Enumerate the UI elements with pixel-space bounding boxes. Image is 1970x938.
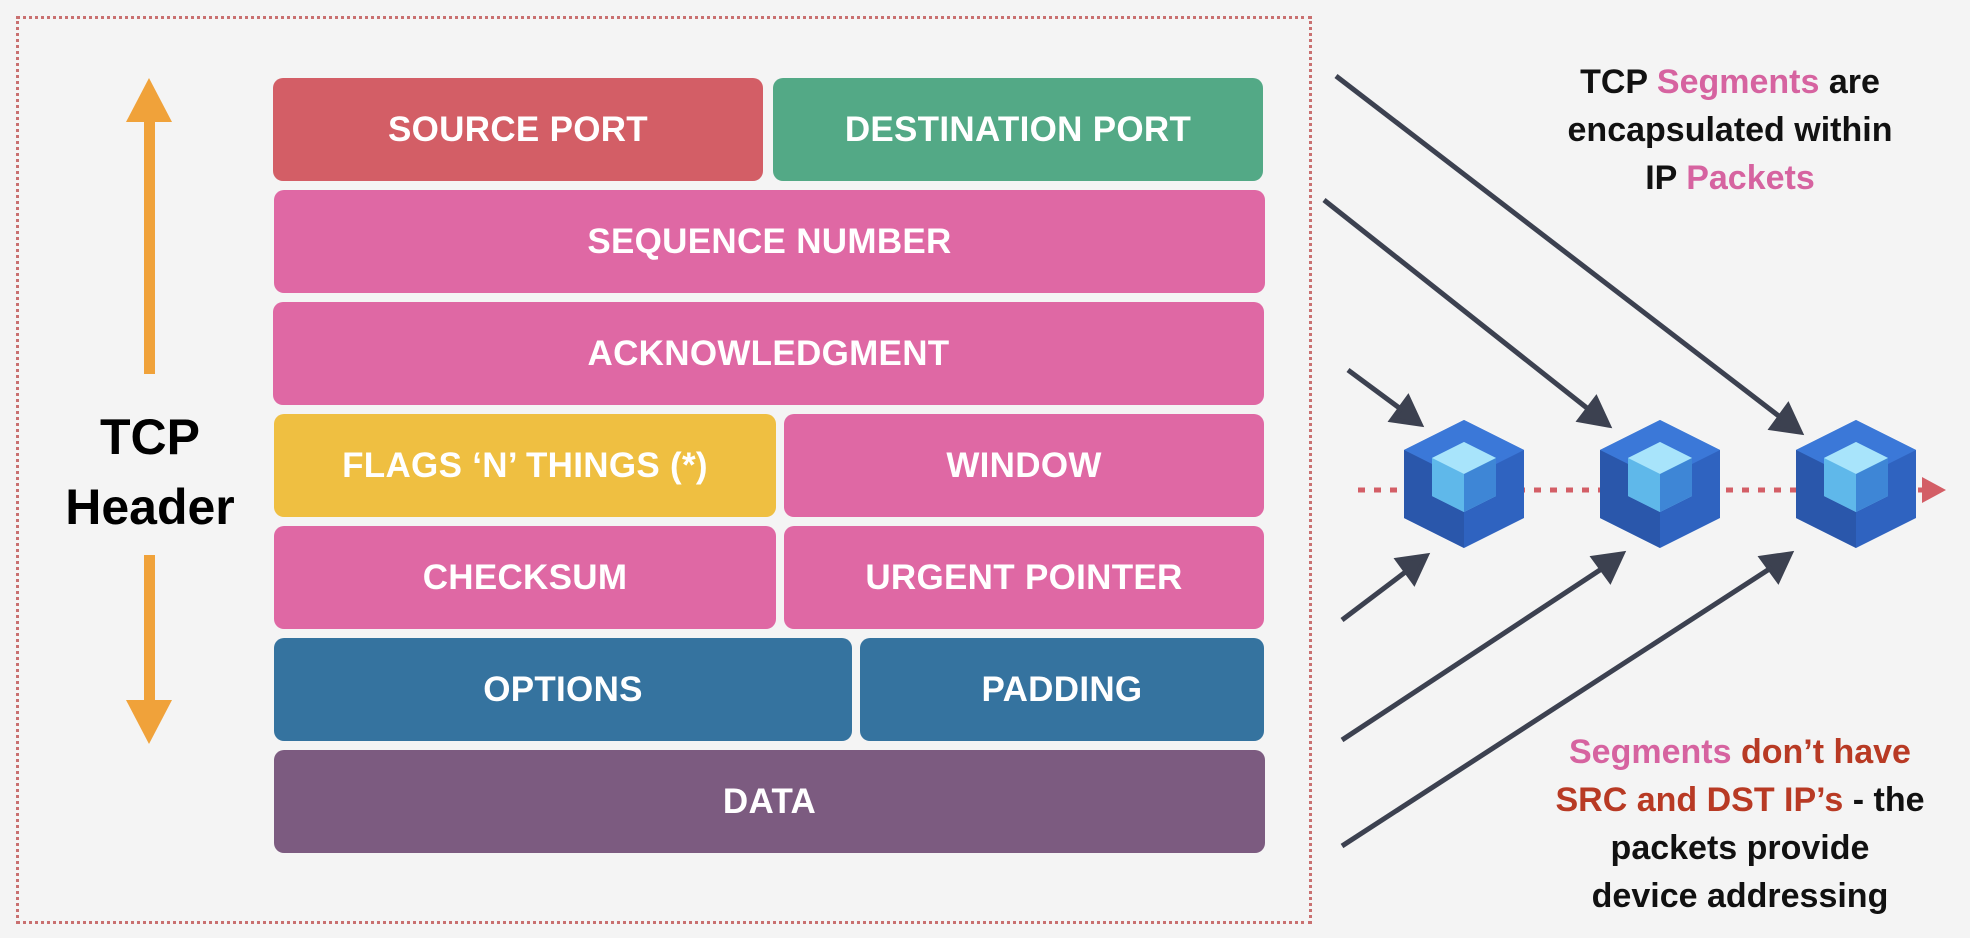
arrow-upper-3-head-icon <box>1767 401 1805 436</box>
urgent-pointer-field: URGENT POINTER <box>784 526 1264 629</box>
note-bottom-line3: packets provide <box>1610 829 1870 867</box>
note-top-line2: encapsulated within <box>1567 111 1893 149</box>
data-field: DATA <box>274 750 1265 853</box>
window-label: WINDOW <box>946 445 1102 485</box>
note-bottom-src-dst: SRC and DST IP’s <box>1555 781 1844 819</box>
encapsulation-note: TCP Segments are encapsulated within IP … <box>1520 58 1940 202</box>
tcp-header-line2: Header <box>65 479 235 535</box>
cube-icon <box>1404 420 1524 548</box>
note-top-are: are <box>1828 63 1880 101</box>
cube-icon <box>1796 420 1916 548</box>
window-field: WINDOW <box>784 414 1264 517</box>
arrow-upper-1-head-icon <box>1387 393 1425 428</box>
note-top-ip: IP <box>1645 159 1677 197</box>
note-bottom-dont-have: don’t have <box>1740 733 1911 771</box>
padding-label: PADDING <box>981 669 1143 709</box>
arrow-lower-2-head-icon <box>1589 550 1627 585</box>
note-bottom-line4: device addressing <box>1591 877 1889 915</box>
destination-port-field: DESTINATION PORT <box>773 78 1263 181</box>
source-port-label: SOURCE PORT <box>388 109 648 149</box>
acknowledgment-label: ACKNOWLEDGMENT <box>587 333 950 373</box>
arrow-lower-1-head-icon <box>1393 552 1431 587</box>
arrow-lower-3 <box>1340 563 1776 849</box>
sequence-number-label: SEQUENCE NUMBER <box>587 221 952 261</box>
tcp-header-line1: TCP <box>100 409 200 465</box>
sequence-number-field: SEQUENCE NUMBER <box>274 190 1265 293</box>
arrow-lower-3-head-icon <box>1757 550 1795 585</box>
note-bottom-segments: Segments <box>1569 733 1732 771</box>
arrow-lower-2 <box>1340 563 1608 743</box>
options-label: OPTIONS <box>483 669 643 709</box>
checksum-field: CHECKSUM <box>274 526 776 629</box>
arrow-upper-2 <box>1322 198 1594 414</box>
options-field: OPTIONS <box>274 638 852 741</box>
note-top-packets: Packets <box>1686 159 1815 197</box>
tcp-header-label: TCP Header <box>40 402 260 542</box>
flags-field: FLAGS ‘N’ THINGS (*) <box>274 414 776 517</box>
arrow-upper-2-head-icon <box>1575 394 1613 429</box>
checksum-label: CHECKSUM <box>422 557 628 597</box>
destination-port-label: DESTINATION PORT <box>844 109 1192 149</box>
source-port-field: SOURCE PORT <box>273 78 763 181</box>
tcp-segment-frame <box>16 16 1312 924</box>
cube-icon <box>1600 420 1720 548</box>
arrow-upper-3 <box>1334 74 1786 422</box>
header-arrow-down-shaft <box>144 555 155 705</box>
urgent-pointer-label: URGENT POINTER <box>865 557 1183 597</box>
note-top-tcp: TCP <box>1580 63 1648 101</box>
note-bottom-the: - the <box>1852 781 1925 819</box>
header-arrow-down-icon <box>126 700 172 744</box>
arrow-upper-1 <box>1346 367 1404 413</box>
data-label: DATA <box>722 781 817 821</box>
packet-flow-arrowhead-icon <box>1922 477 1946 503</box>
addressing-note: Segments don’t have SRC and DST IP’s - t… <box>1530 728 1950 920</box>
header-arrow-up-icon <box>126 78 172 122</box>
acknowledgment-field: ACKNOWLEDGMENT <box>273 302 1264 405</box>
padding-field: PADDING <box>860 638 1264 741</box>
header-arrow-up-shaft <box>144 118 155 374</box>
note-top-segments: Segments <box>1656 63 1820 101</box>
flags-label: FLAGS ‘N’ THINGS (*) <box>342 445 708 485</box>
arrow-lower-1 <box>1340 568 1410 622</box>
